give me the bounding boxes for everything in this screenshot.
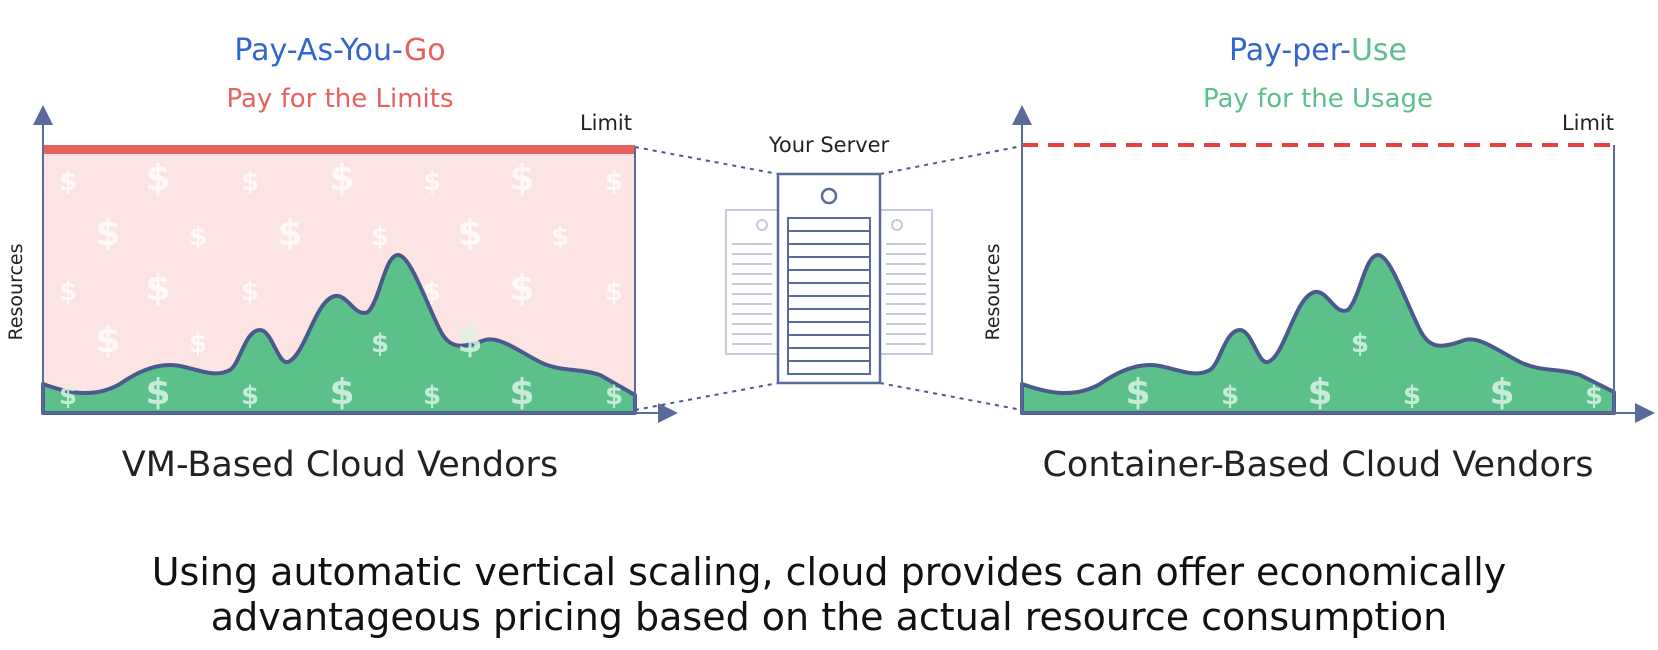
right-title-part1: Pay-per-: [1229, 33, 1351, 68]
right-usage-curve: [1020, 253, 1616, 415]
dollar-sign-icon: $: [509, 372, 534, 413]
right-panel: Pay-per-Use Pay for the Usage Limit $$$$…: [982, 33, 1655, 485]
dollar-sign-faint-icon: $: [509, 268, 534, 309]
dollar-sign-icon: $: [423, 381, 441, 411]
connector-lines: [634, 145, 1023, 411]
dollar-sign-icon: $: [457, 320, 482, 361]
right-limit-label: Limit: [1562, 111, 1614, 135]
dollar-sign-faint-icon: $: [277, 213, 302, 254]
dollar-sign-icon: $: [1351, 329, 1369, 359]
dollar-sign-faint-icon: $: [145, 268, 170, 309]
dollar-sign-faint-icon: $: [423, 167, 441, 197]
right-green-dollar-signs: $ $ $ $ $ $ $: [1125, 329, 1603, 413]
dollar-sign-icon: $: [371, 329, 389, 359]
connector-right-bottom: [879, 382, 1023, 411]
faint-server-left: [725, 209, 779, 355]
server-power-indicator: [820, 187, 838, 205]
right-axis-label: Resources: [982, 243, 1004, 340]
left-subtitle: Pay for the Limits: [226, 84, 453, 114]
faint-server-right: [879, 209, 933, 355]
left-pricing-model-title: Pay-As-You-Go: [234, 33, 445, 68]
server-rack-slots: [788, 230, 870, 362]
connector-right-top: [879, 145, 1023, 175]
left-limit-label: Limit: [580, 111, 632, 135]
dollar-sign-icon: $: [1221, 381, 1239, 411]
dollar-sign-faint-icon: $: [605, 277, 623, 307]
dollar-sign-icon: $: [1585, 381, 1603, 411]
left-faint-dollar-signs: $ $ $ $ $ $ $ $ $ $ $ $ $ $ $ $ $ $ $ $ $: [59, 158, 623, 361]
connector-left-top: [634, 146, 779, 175]
dollar-sign-icon: $: [1307, 372, 1332, 413]
dollar-sign-icon: $: [605, 381, 623, 411]
dollar-sign-icon: $: [59, 381, 77, 411]
left-title-part1: Pay-As-You-: [234, 33, 404, 68]
dollar-sign-icon: $: [145, 372, 170, 413]
dollar-sign-faint-icon: $: [329, 158, 354, 199]
right-pricing-model-title: Pay-per-Use: [1229, 33, 1407, 68]
footer-line-1: Using automatic vertical scaling, cloud …: [152, 550, 1507, 594]
dollar-sign-faint-icon: $: [59, 167, 77, 197]
dollar-sign-faint-icon: $: [371, 222, 389, 252]
dollar-sign-faint-icon: $: [95, 213, 120, 254]
dollar-sign-faint-icon: $: [241, 277, 259, 307]
left-limit-bar: [43, 145, 635, 154]
left-caption: VM-Based Cloud Vendors: [122, 445, 558, 485]
server-label: Your Server: [768, 133, 890, 157]
dollar-sign-icon: $: [1489, 372, 1514, 413]
dollar-sign-faint-icon: $: [145, 158, 170, 199]
dollar-sign-faint-icon: $: [95, 320, 120, 361]
dollar-sign-faint-icon: $: [509, 158, 534, 199]
footer-line-2: advantageous pricing based on the actual…: [211, 595, 1447, 639]
footer-text: Using automatic vertical scaling, cloud …: [152, 550, 1507, 639]
dollar-sign-icon: $: [329, 372, 354, 413]
dollar-sign-faint-icon: $: [59, 277, 77, 307]
dollar-sign-icon: $: [1125, 372, 1150, 413]
left-axis-label: Resources: [5, 243, 27, 340]
right-subtitle: Pay for the Usage: [1203, 84, 1433, 114]
right-title-part2: Use: [1351, 33, 1407, 68]
dollar-sign-faint-icon: $: [551, 222, 569, 252]
dollar-sign-faint-icon: $: [241, 167, 259, 197]
server-group: Your Server: [634, 133, 1023, 411]
connector-left-bottom: [634, 382, 779, 411]
server-icon: [776, 172, 882, 385]
dollar-sign-icon: $: [241, 381, 259, 411]
left-panel: Pay-As-You-Go Pay for the Limits Limit $…: [5, 33, 678, 485]
dollar-sign-faint-icon: $: [457, 213, 482, 254]
dollar-sign-faint-icon: $: [605, 167, 623, 197]
dollar-sign-icon: $: [1403, 381, 1421, 411]
right-caption: Container-Based Cloud Vendors: [1042, 445, 1593, 485]
left-green-dollar-signs: $ $ $ $ $ $ $ $ $: [59, 320, 623, 413]
dollar-sign-faint-icon: $: [189, 329, 207, 359]
left-title-part2: Go: [404, 33, 446, 68]
left-usage-curve: [41, 253, 637, 415]
dollar-sign-faint-icon: $: [189, 222, 207, 252]
